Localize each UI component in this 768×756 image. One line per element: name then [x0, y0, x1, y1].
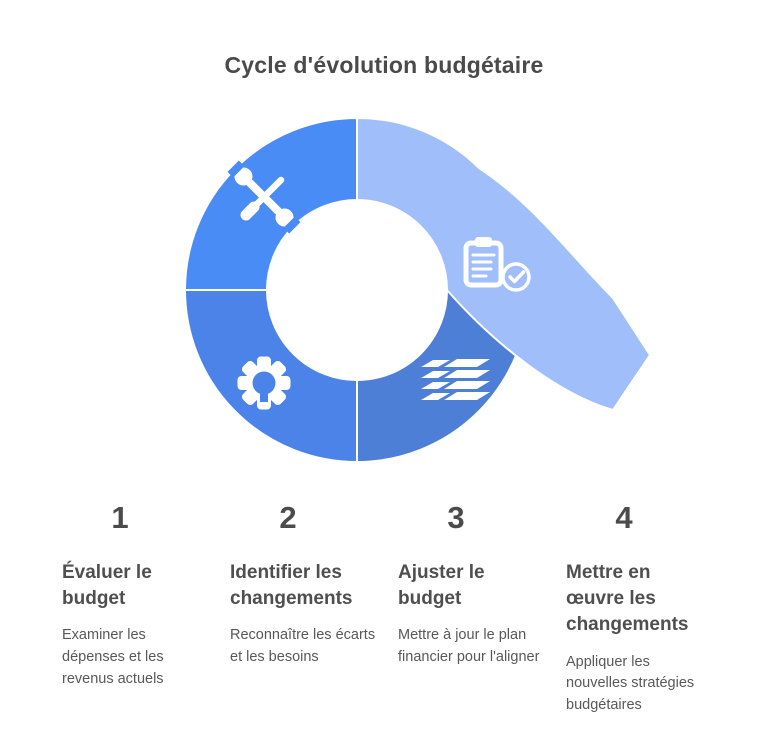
step-4: 4 Mettre en œuvre les changements Appliq… [566, 500, 716, 717]
step-1-number: 1 [111, 500, 129, 535]
step-1-description: Examiner les dépenses et les revenus act… [62, 627, 164, 687]
cycle-diagram [184, 116, 651, 463]
step-1: 1 Évaluer le budget Examiner les dépense… [62, 500, 212, 717]
step-4-number: 4 [615, 500, 633, 535]
papers-stack-icon [421, 359, 490, 400]
step-3-description: Mettre à jour le plan financier pour l'a… [398, 627, 540, 666]
step-3: 3 Ajuster le budget Mettre à jour le pla… [398, 500, 548, 717]
clipboard-check-icon [463, 237, 531, 292]
step-3-heading: Ajuster le budget [398, 562, 485, 610]
page-title: Cycle d'évolution budgétaire [224, 52, 544, 78]
step-2: 2 Identifier les changements Reconnaître… [230, 500, 380, 717]
step-2-heading: Identifier les changements [230, 562, 353, 610]
step-2-description: Reconnaître les écarts et les besoins [230, 627, 376, 666]
gear-icon [237, 356, 291, 410]
step-3-number: 3 [447, 500, 465, 535]
step-2-number: 2 [279, 500, 297, 535]
steps-row: 1 Évaluer le budget Examiner les dépense… [62, 500, 718, 717]
step-4-description: Appliquer les nouvelles stratégies budgé… [566, 653, 695, 714]
tools-icon [227, 160, 301, 234]
step-4-heading: Mettre en œuvre les changements [566, 562, 689, 636]
step-1-heading: Évaluer le budget [62, 562, 152, 610]
